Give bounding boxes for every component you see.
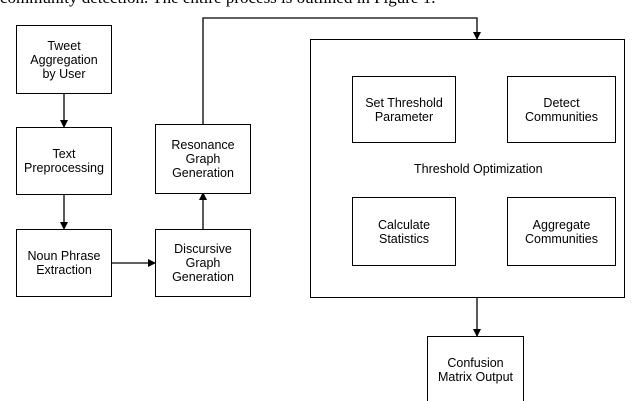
node-tweet-aggregation: Tweet Aggregation by User	[16, 25, 112, 94]
node-discursive-graph: Discursive Graph Generation	[155, 229, 251, 297]
node-confusion-matrix: Confusion Matrix Output	[427, 336, 524, 401]
node-text-preprocessing: Text Preprocessing	[16, 127, 112, 195]
caption-text: community detection. The entire process …	[0, 0, 640, 8]
loop-label: Threshold Optimization	[414, 162, 543, 176]
node-aggregate-communities: Aggregate Communities	[507, 197, 616, 266]
node-calculate-statistics: Calculate Statistics	[352, 197, 456, 266]
node-detect-communities: Detect Communities	[507, 76, 616, 143]
arrow-resonance-to-optimization	[202, 17, 481, 124]
node-resonance-graph: Resonance Graph Generation	[155, 124, 251, 194]
node-set-threshold: Set Threshold Parameter	[352, 76, 456, 143]
node-noun-phrase-extraction: Noun Phrase Extraction	[16, 229, 112, 297]
